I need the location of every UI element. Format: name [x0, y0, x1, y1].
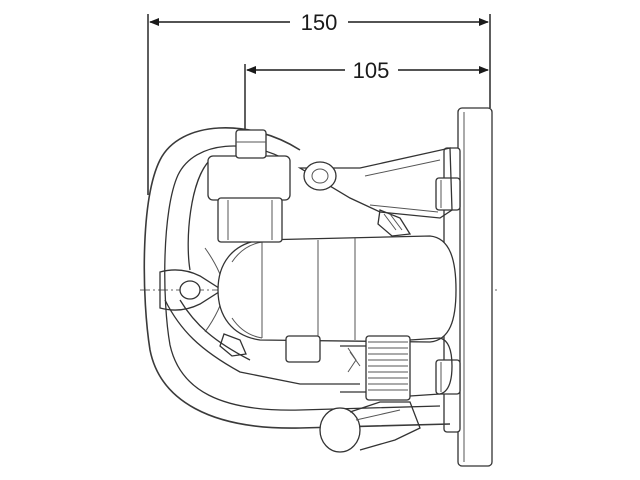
fitting-upper-right: [377, 209, 412, 237]
valve-knob: [303, 161, 337, 191]
spring-nut: [347, 347, 361, 373]
valve-housing: [207, 155, 291, 201]
flange-bolt-top: [435, 177, 461, 211]
spring-coupling: [340, 335, 453, 401]
loop-inner: [164, 145, 441, 411]
upper-bracket: [297, 147, 453, 219]
spring-base: [340, 345, 366, 393]
elbow-joint: [319, 407, 361, 453]
bracket-upper-outline: [297, 147, 453, 219]
nozzle-tip: [179, 280, 201, 300]
valve-body: [217, 235, 457, 343]
cylinder-body: [217, 235, 457, 343]
dimension-label-overall: 150: [301, 10, 338, 35]
lower-port: [285, 335, 321, 363]
nozzle-shape: [159, 269, 224, 311]
fitting-lower-left: [219, 333, 247, 357]
dimension-overall: 150: [147, 10, 491, 195]
valve-cap: [235, 129, 267, 159]
dimension-offset: 105: [244, 58, 489, 130]
dimension-label-offset: 105: [353, 58, 390, 83]
bracket-upper-rib: [364, 159, 441, 177]
spring-connector: [409, 337, 453, 397]
fitting-upper-right-threads: [383, 213, 403, 231]
flange-bolt-bottom: [435, 359, 461, 395]
bracket-upper-rib-2: [369, 204, 439, 213]
flange-plate: [457, 107, 493, 467]
loop-lower-arm: [164, 299, 360, 385]
top-valve: [207, 129, 337, 243]
fittings: [219, 209, 412, 363]
valve-knob-inner: [311, 168, 329, 184]
lower-elbow: [319, 401, 421, 453]
spring-coils: [368, 341, 408, 391]
loop-outer: [143, 127, 451, 429]
valve-neck: [217, 197, 283, 243]
cylinder-cap-bottom: [231, 317, 263, 339]
loop-inner-2: [187, 159, 211, 271]
elbow-arm-line: [355, 409, 401, 421]
elbow-arm: [349, 401, 421, 451]
